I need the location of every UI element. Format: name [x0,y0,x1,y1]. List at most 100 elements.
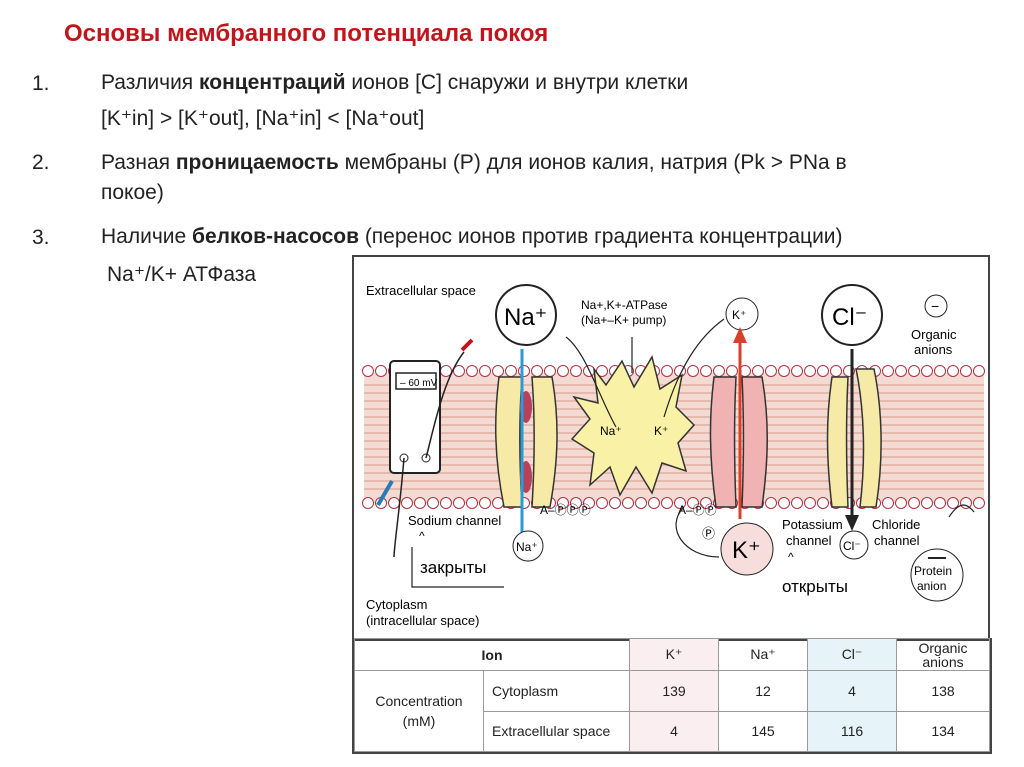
k-ion-label: K⁺ [732,537,761,564]
table-cell: 138 [896,670,990,712]
negative-head [921,497,933,509]
cl-ion-small [839,530,869,560]
membrane-diagram: – 60 mV Extracellular space Na⁺ Sodium c… [352,255,990,641]
k-ion-small-top [725,297,759,331]
negative-head [934,497,946,509]
ion-header-cl: Cl⁻ [807,638,897,671]
point-1: Различия концентраций ионов [C] снаружи … [101,71,689,94]
negative-head [427,497,439,509]
na-k-pump [570,355,696,497]
negative-head [583,497,595,509]
negative-head [687,497,699,509]
positive-head [505,365,517,377]
cytoplasm-label: Cytoplasm [366,597,427,612]
negative-head [661,497,673,509]
negative-head [466,497,478,509]
pump-k-label: K⁺ [654,424,668,438]
cl-arrow-head [845,515,859,531]
row-label-cytoplasm: Cytoplasm [483,670,630,712]
negative-head [596,497,608,509]
negative-head [622,497,634,509]
protein-anion-icon [910,548,964,602]
ion-header-k: K⁺ [629,638,719,671]
negative-head [973,497,985,509]
negative-head [414,497,426,509]
table-cell: 116 [807,710,897,752]
chloride-channel-label: Chloride [872,517,920,532]
concentration-label: Concentration(mM) [354,670,484,752]
positive-head [791,365,803,377]
positive-head [752,365,764,377]
ion-header-na: Na⁺ [718,638,808,671]
negative-head [609,497,621,509]
negative-head [791,497,803,509]
positive-head [908,365,920,377]
positive-head [817,365,829,377]
negative-head [817,497,829,509]
positive-head [375,365,387,377]
negative-head [388,497,400,509]
k-ion-small-top-label: K⁺ [732,308,746,322]
pump-arrow [663,318,725,418]
table-cell: 12 [718,670,808,712]
organic-anions-label-2: anions [914,342,953,357]
positive-head [804,365,816,377]
positive-head [765,365,777,377]
extracellular-label: Extracellular space [366,283,476,298]
membrane-svg: – 60 mV Extracellular space Na⁺ Sodium c… [362,283,985,628]
positive-head [596,365,608,377]
chloride-channel-right [855,368,882,508]
annotation-bracket [411,547,504,588]
open-label: открыты [782,577,848,596]
negative-head [557,497,569,509]
negative-head [479,497,491,509]
negative-head [453,497,465,509]
pump-arrow [675,506,720,558]
sodium-channel-label: Sodium channel [408,513,501,528]
table-cell: 134 [896,710,990,752]
positive-head [466,365,478,377]
negative-head [635,497,647,509]
positive-head [960,365,972,377]
table-cell: 4 [807,670,897,712]
negative-head [908,497,920,509]
chloride-channel-label-2: channel [874,533,920,548]
positive-head [492,365,504,377]
organic-anion-icon [924,294,948,318]
potassium-channel-label-2: channel [786,533,832,548]
positive-head [726,365,738,377]
ion-header-organic: Organic anions [896,638,990,671]
positive-head [934,365,946,377]
negative-head [778,497,790,509]
closed-label: закрыты [420,558,486,577]
positive-head [518,365,530,377]
negative-head [765,497,777,509]
negative-head [401,497,413,509]
k-arrow-head [733,327,747,343]
potassium-channel-label: Potassium [782,517,843,532]
pump-title: Na+,K+-ATPase [581,298,668,312]
positive-head [479,365,491,377]
positive-head [544,365,556,377]
na-ion-large [495,284,557,346]
negative-head [960,497,972,509]
positive-head [362,365,374,377]
cytoplasm-label-2: (intracellular space) [366,613,479,628]
caret-mark: ^ [419,529,425,543]
ion-concentration-table: Ion K⁺ Na⁺ Cl⁻ Organic anions Concentrat… [352,638,992,754]
table-cell: 4 [629,710,719,752]
concentration-relation: [K⁺in] > [K⁺out], [Na⁺in] < [Na⁺out] [101,107,425,130]
voltmeter-reading: – 60 mV [400,378,438,389]
point-2: Разная проницаемость мембраны (P) для ио… [101,151,847,174]
positive-head [557,365,569,377]
protein-anion-label-2: anion [917,579,946,593]
positive-head [453,365,465,377]
pump-subtitle: (Na+–K+ pump) [581,313,666,327]
positive-head [778,365,790,377]
electrode-wire [393,457,405,558]
negative-head [947,497,959,509]
protein-anion-label: Protein [914,564,952,578]
potassium-channel-right [741,376,768,508]
ion-header: Ion [354,638,630,671]
voltmeter-display [395,372,437,390]
